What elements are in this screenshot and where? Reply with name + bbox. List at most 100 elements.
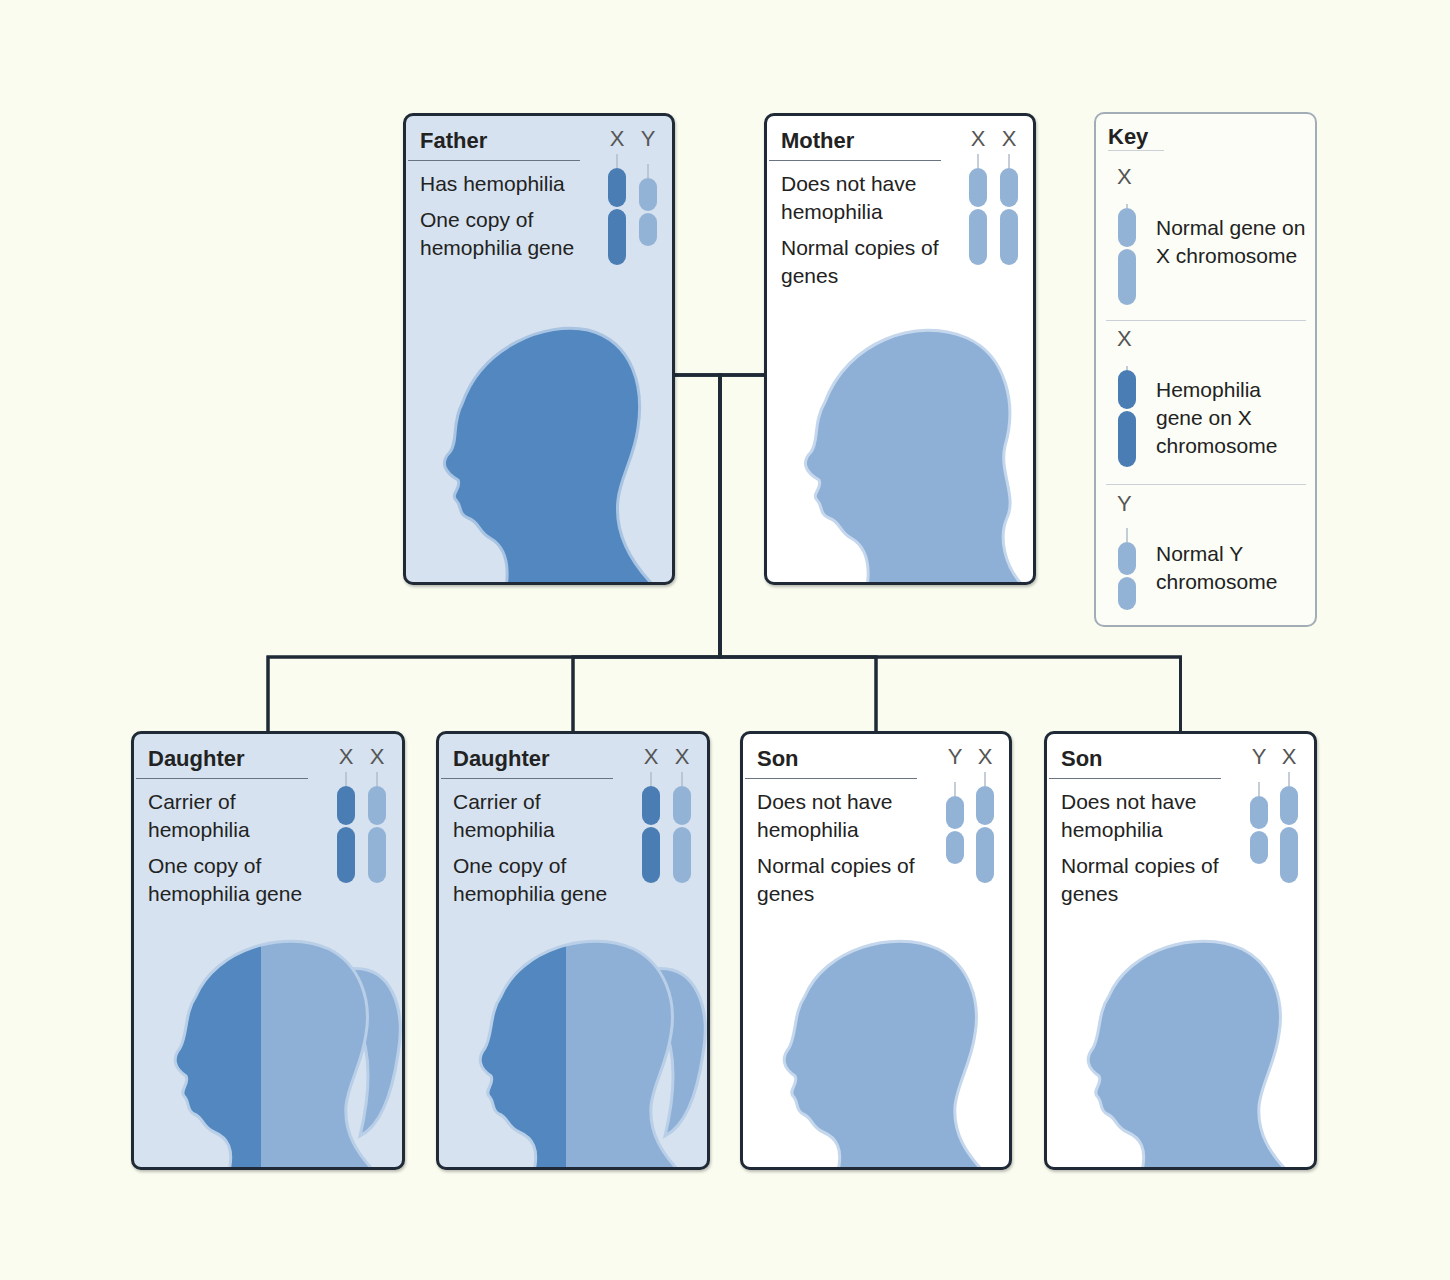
description-text: One copy of hemophilia gene [453,852,631,908]
chromosome-stalk [1008,154,1010,168]
chromosome-stalk [647,164,649,178]
head-silhouette [480,941,566,1170]
chromosome [368,786,386,825]
chromosome [1250,831,1268,864]
chromosome-pair [642,772,691,883]
chromosome-letter: Y [1244,744,1274,770]
person-heading: Daughter [441,742,613,779]
head-silhouette [175,941,261,1170]
chromosome-letter: X [362,744,392,770]
chromosome-stalk [376,772,378,786]
chromosome [969,209,987,265]
person-heading: Father [408,124,580,161]
chromosome [337,827,355,883]
person-card: DaughterXXCarrier of hemophiliaOne copy … [131,731,405,1170]
chromosome [639,178,657,211]
chromosome-letter: X [1117,164,1132,190]
chromosome [1000,168,1018,207]
chromosome [673,827,691,883]
chromosome-stalk [977,154,979,168]
chromosome-pair [608,154,657,265]
chromosome-pair [1250,772,1298,883]
chromosome-letter: X [636,744,666,770]
text-column: Does not have hemophiliaNormal copies of… [1061,788,1239,916]
legend-text: Normal Y chromosome [1156,540,1308,596]
chromosome [673,786,691,825]
description-text: Normal copies of genes [757,852,935,908]
chromosome-stalk [616,154,618,168]
text-column: Has hemophiliaOne copy of hemophilia gen… [420,170,598,270]
chromosome [946,831,964,864]
swatch-chromosome [1118,208,1136,247]
description-text: Normal copies of genes [781,234,959,290]
person-heading: Daughter [136,742,308,779]
chromosome [1250,796,1268,829]
key-heading: Key [1108,124,1164,151]
chromosome-letter: X [963,126,993,152]
chromosome-letter: X [331,744,361,770]
legend-swatch [1096,526,1156,636]
chromosome-pair [969,154,1018,265]
chromosome-stalk [1126,528,1128,542]
chromosome-stalk [650,772,652,786]
text-column: Carrier of hemophiliaOne copy of hemophi… [453,788,631,916]
person-card: Son YX Does not have hemophiliaNormal copi… [1044,731,1317,1170]
head-silhouette [566,941,705,1170]
chromosome-stalk [954,782,956,796]
chromosome-stalk [681,772,683,786]
chromosome-letter: X [602,126,632,152]
head-silhouette [480,941,566,1170]
chromosome-stalk [1126,204,1128,208]
chromosome [976,827,994,883]
description-text: Carrier of hemophilia [453,788,631,844]
chromosome [1000,209,1018,265]
description-text: Does not have hemophilia [757,788,935,844]
description-text: Normal copies of genes [1061,852,1239,908]
swatch-chromosome [1118,249,1136,305]
chromosome-stalk [345,772,347,786]
key-box: Normal gene on X chromosomeHemophilia ge… [1094,112,1317,627]
chromosome-letter: X [1117,326,1132,352]
swatch-chromosome [1118,577,1136,610]
chromosome [1280,786,1298,825]
chromosome [608,209,626,265]
chromosome-pair [946,772,994,883]
chromosome-stalk [984,772,986,786]
head-silhouette [784,941,983,1170]
person-heading: Mother [769,124,941,161]
chromosome-letter: X [667,744,697,770]
legend-text: Hemophilia gene on X chromosome [1156,376,1308,460]
person-card: SonYXDoes not have hemophiliaNormal copi… [740,731,1012,1170]
chromosome [976,786,994,825]
chromosome-pair [337,772,386,883]
person-heading: Son [745,742,917,779]
chromosome [969,168,987,207]
chromosome [642,786,660,825]
text-column: Does not have hemophiliaNormal copies of… [757,788,935,916]
chromosome [946,796,964,829]
swatch-chromosome [1118,542,1136,575]
chromosome [368,827,386,883]
swatch-chromosome [1118,411,1136,467]
legend-swatch [1096,366,1156,476]
chromosome-stalk [1258,782,1260,796]
chromosome-letter: X [1274,744,1304,770]
chromosome-stalk [1126,366,1128,370]
swatch-chromosome [1118,370,1136,409]
key-divider [1106,484,1306,485]
description-text: Carrier of hemophilia [148,788,326,844]
chromosome [1280,827,1298,883]
person-card: DaughterXXCarrier of hemophiliaOne copy … [436,731,710,1170]
head-silhouette [566,941,679,1170]
description-text: Does not have hemophilia [1061,788,1239,844]
legend-swatch [1096,204,1156,314]
description-text: One copy of hemophilia gene [148,852,326,908]
head-silhouette [1088,941,1287,1170]
description-text: Does not have hemophilia [781,170,959,226]
description-text: One copy of hemophilia gene [420,206,598,262]
head-silhouette [175,941,261,1170]
head-silhouette [261,941,400,1170]
person-heading: Son [1049,742,1221,779]
chromosome-letter: Y [1117,491,1132,517]
description-text: Has hemophilia [420,170,598,198]
